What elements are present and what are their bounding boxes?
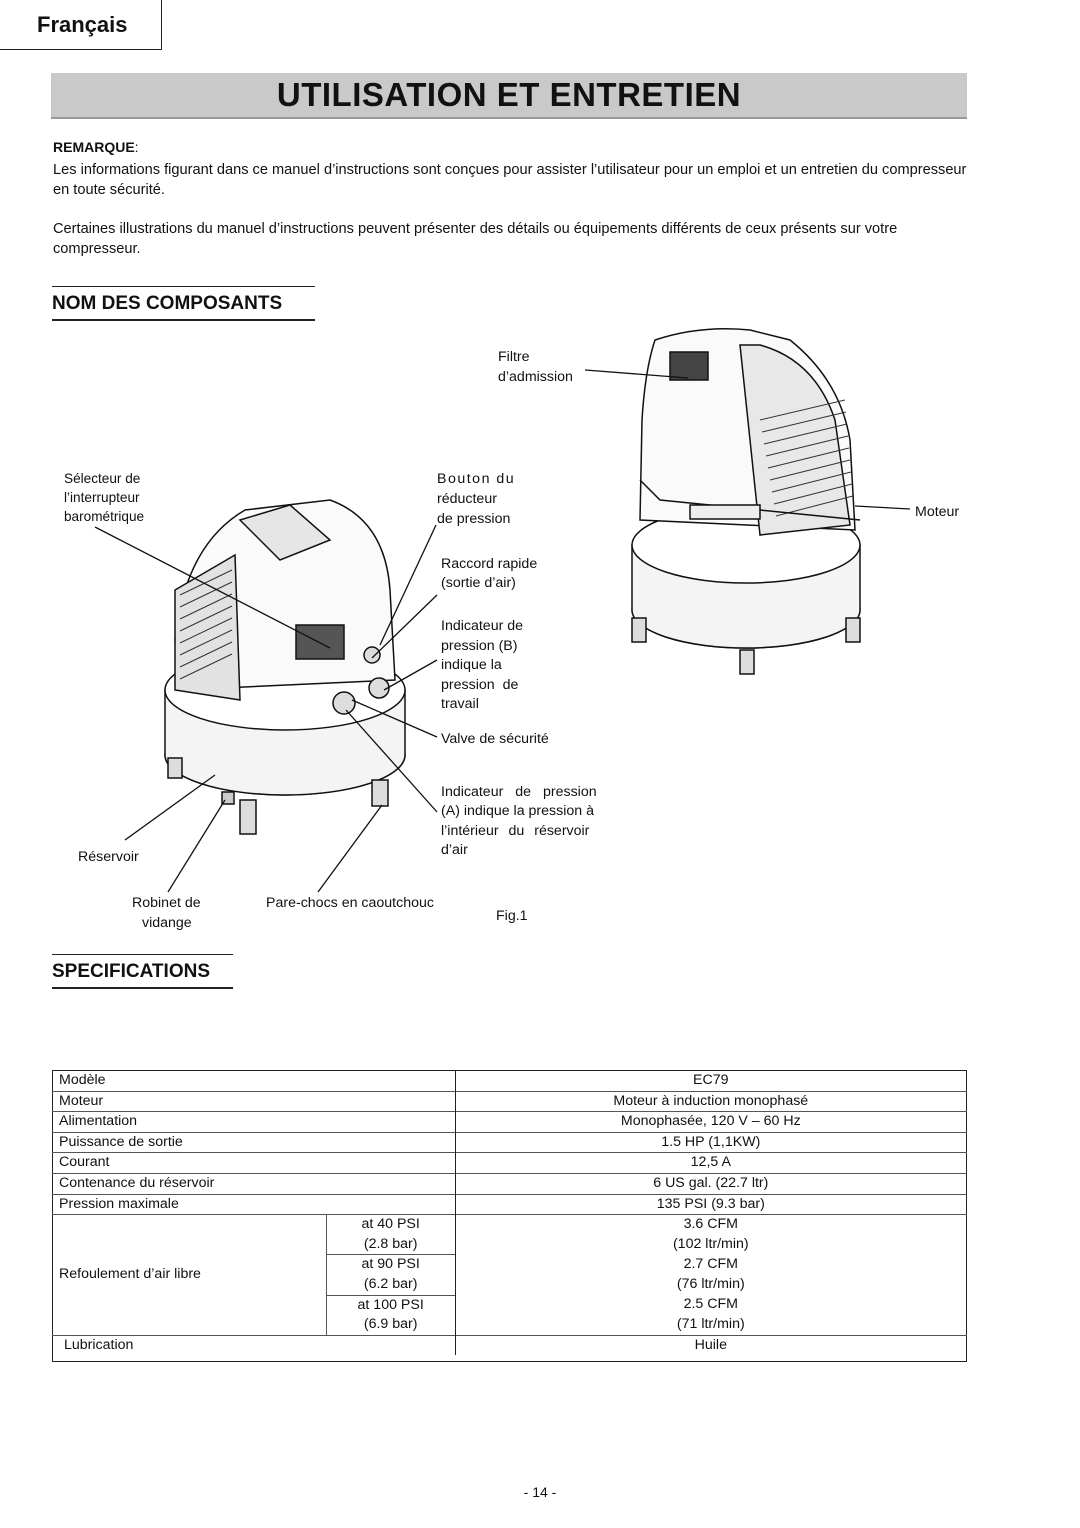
label-robinet-2: vidange <box>142 915 192 931</box>
note-paragraph-1: Les informations figurant dans ce manuel… <box>53 162 967 198</box>
spec-label: Alimentation <box>52 1111 456 1133</box>
spec-label: Moteur <box>52 1090 456 1112</box>
compressor-front-view <box>164 499 406 835</box>
spec-pressure: at 100 PSI <box>325 1294 456 1316</box>
label-indicateur-a-4: d’air <box>441 842 468 858</box>
label-bouton-1: Bouton du <box>437 471 516 487</box>
label-indicateur-a-3: l’intérieur du réservoir <box>441 823 590 839</box>
table-spacer-row <box>53 1355 967 1362</box>
note-paragraph-2: Certaines illustrations du manuel d’inst… <box>53 221 898 257</box>
label-bouton-3: de pression <box>437 511 511 527</box>
spec-pressure: at 40 PSI <box>325 1214 456 1235</box>
page-number: - 14 - <box>523 1484 557 1500</box>
language-tab: Français <box>0 0 162 50</box>
spec-pressure: at 90 PSI <box>325 1254 456 1275</box>
leader-lines <box>94 369 911 893</box>
label-robinet-1: Robinet de <box>132 895 201 911</box>
label-raccord-1: Raccord rapide <box>441 556 538 572</box>
label-filtre-2: d’admission <box>498 369 573 385</box>
spec-value: 6 US gal. (22.7 ltr) <box>454 1172 967 1195</box>
table-row: (2.8 bar)(102 ltr/min) <box>53 1234 967 1255</box>
table-row: Modèle EC79 <box>53 1070 967 1092</box>
label-indicateur-a-2: (A) indique la pression à <box>441 803 594 819</box>
spec-value: Monophasée, 120 V – 60 Hz <box>454 1111 967 1133</box>
spec-pressure: (6.9 bar) <box>325 1315 456 1336</box>
label-moteur: Moteur <box>915 504 960 520</box>
note-label-text: REMARQUE <box>53 139 135 155</box>
spec-flow: 3.6 CFM <box>454 1214 967 1235</box>
compressor-rear-view <box>631 328 861 675</box>
spec-flow: (71 ltr/min) <box>454 1315 967 1336</box>
spec-label: Pression maximale <box>52 1193 456 1215</box>
spec-value: 135 PSI (9.3 bar) <box>454 1193 967 1215</box>
spec-label: Lubrication <box>52 1334 456 1356</box>
label-reservoir: Réservoir <box>78 849 139 865</box>
label-indicateur-b-2: pression (B) <box>441 638 518 654</box>
page-title: UTILISATION ET ENTRETIEN <box>276 76 742 113</box>
spec-label: Modèle <box>59 1072 106 1088</box>
compressor-illustration <box>94 328 911 893</box>
spec-label: Contenance du réservoir <box>52 1172 456 1195</box>
label-pare-chocs: Pare-chocs en caoutchouc <box>266 895 434 911</box>
label-raccord-2: (sortie d’air) <box>441 575 516 591</box>
spec-flow: 2.7 CFM <box>454 1254 967 1275</box>
label-indicateur-b-4: pression de <box>441 677 519 693</box>
spec-flow: (76 ltr/min) <box>454 1274 967 1296</box>
spec-value: 1.5 HP (1,1KW) <box>454 1131 967 1153</box>
section-heading-components: NOM DES COMPOSANTS <box>52 286 315 321</box>
label-selecteur-2: l’interrupteur <box>64 490 140 505</box>
label-filtre-1: Filtre <box>498 349 530 365</box>
label-valve: Valve de sécurité <box>441 731 549 747</box>
table-spacer-cell <box>53 1355 967 1362</box>
spec-pressure: (2.8 bar) <box>325 1234 456 1255</box>
label-selecteur-3: barométrique <box>64 509 145 524</box>
table-row: (6.9 bar)(71 ltr/min) <box>53 1315 967 1336</box>
spec-label: Courant <box>52 1152 456 1174</box>
page-title-bar: UTILISATION ET ENTRETIEN <box>51 73 967 119</box>
spec-label: Puissance de sortie <box>52 1131 456 1153</box>
label-indicateur-b-5: travail <box>441 696 479 712</box>
spec-value: Huile <box>454 1334 967 1356</box>
spec-flow: (102 ltr/min) <box>454 1234 967 1255</box>
section-heading-specifications: SPECIFICATIONS <box>52 954 233 989</box>
label-indicateur-b-3: indique la <box>441 657 502 673</box>
spec-flow: 2.5 CFM <box>454 1295 967 1316</box>
figure-caption: Fig.1 <box>496 908 528 924</box>
spec-value: 12,5 A <box>454 1152 967 1174</box>
table-row: (6.2 bar)(76 ltr/min) <box>53 1274 967 1296</box>
label-bouton-2: réducteur <box>437 491 497 507</box>
note-label: REMARQUE: <box>53 139 139 155</box>
label-indicateur-b-1: Indicateur de <box>441 618 524 634</box>
label-indicateur-a-1: Indicateur de pression <box>441 784 597 800</box>
label-selecteur-1: Sélecteur de <box>64 471 141 486</box>
spec-value: EC79 <box>454 1070 967 1092</box>
spec-label-delivery: Refoulement d’air libre <box>52 1214 327 1336</box>
spec-pressure: (6.2 bar) <box>325 1274 456 1296</box>
spec-value: Moteur à induction monophasé <box>454 1090 967 1112</box>
